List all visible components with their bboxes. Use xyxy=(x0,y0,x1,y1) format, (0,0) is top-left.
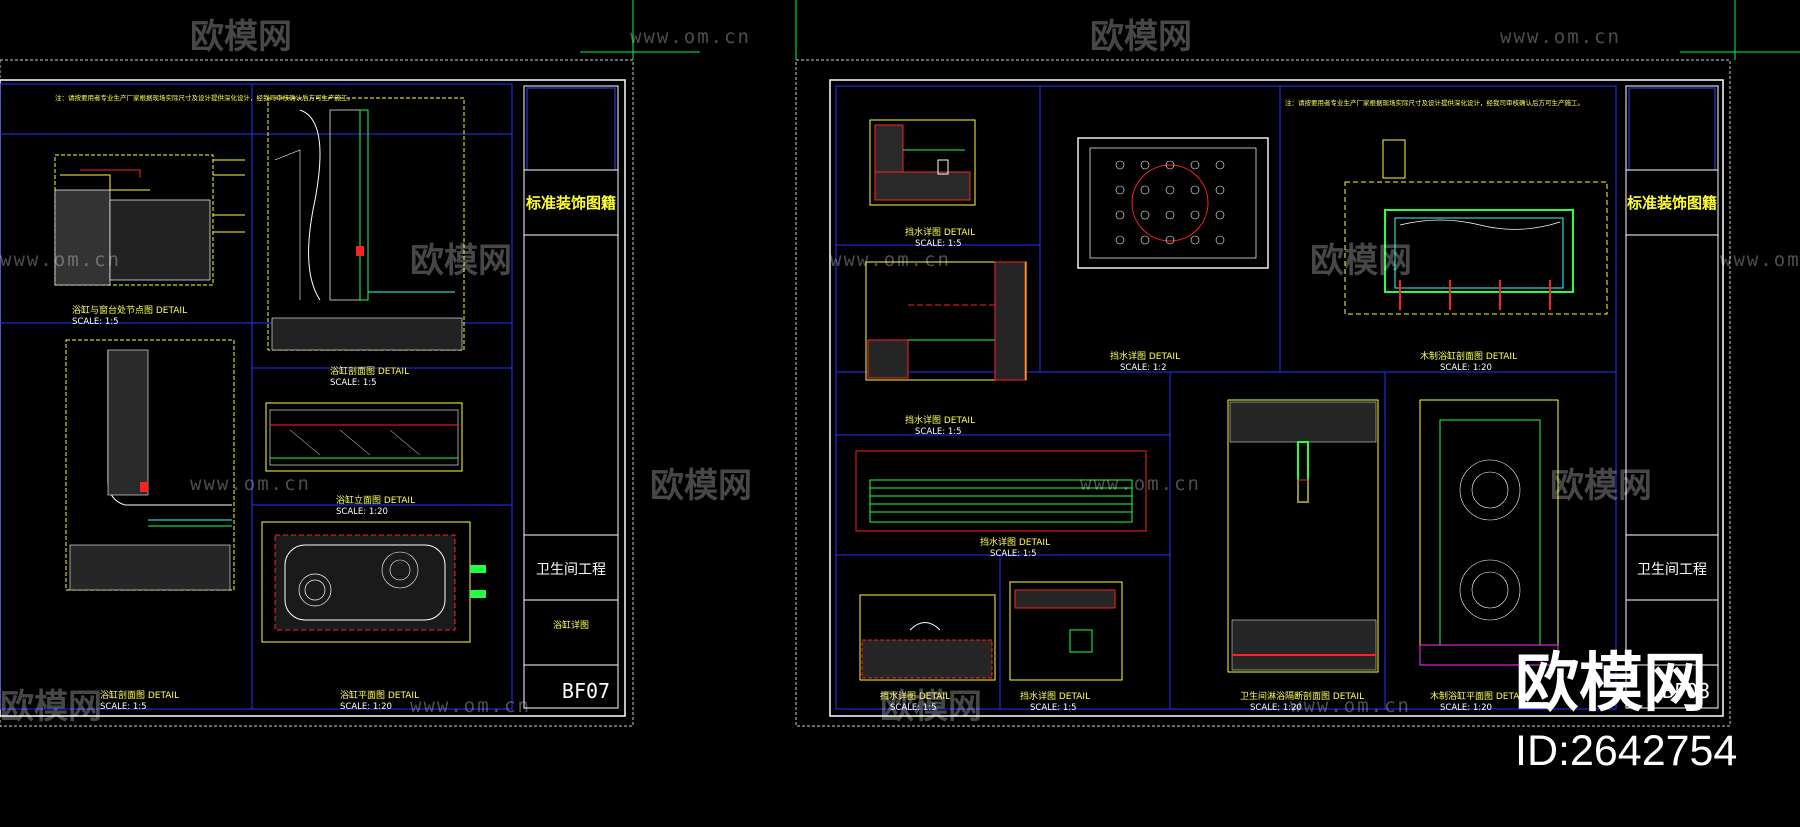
detail-label: 挡水详图 DETAIL xyxy=(905,226,975,238)
detail-scale: SCALE: 1:2 xyxy=(1120,363,1167,373)
watermark-url: www.om.cn xyxy=(1720,249,1800,271)
detail-scale: SCALE: 1:5 xyxy=(915,239,962,249)
detail-labels-left: 浴缸与窗台处节点图 DETAIL SCALE: 1:5 浴缸剖面图 DETAIL… xyxy=(55,93,419,712)
watermark-url: www.om.cn xyxy=(0,249,121,271)
detail-wood-tub-plan xyxy=(1419,399,1559,666)
detail-label: 挡水详图 DETAIL xyxy=(905,414,975,426)
detail-tub-elevation xyxy=(265,402,463,472)
detail-scale: SCALE: 1:5 xyxy=(915,427,962,437)
sheet-note: 注：请按要用者专业生产厂家根据现场实际尺寸及设计提供深化设计，经我司审核确认后方… xyxy=(1285,98,1584,107)
watermark-layer: 欧模网 欧模网 欧模网 欧模网 欧模网 欧模网 欧模网 欧模网 www.om.c… xyxy=(0,17,1800,727)
watermark-brand: 欧模网 xyxy=(0,687,102,727)
watermark-url: www.om.cn xyxy=(830,249,951,271)
title-block-library: 标准装饰图籍 xyxy=(1626,194,1717,212)
watermark-url: www.om.cn xyxy=(630,26,751,48)
corner-brand-logo: 欧模网 ID:2642754 xyxy=(1515,647,1737,775)
detail-label: 浴缸平面图 DETAIL xyxy=(340,689,419,701)
detail-water-barrier-3 xyxy=(859,594,996,681)
detail-window-sill xyxy=(54,154,245,286)
watermark-brand: 欧模网 xyxy=(650,466,752,506)
watermark-brand: 欧模网 xyxy=(410,241,512,281)
detail-label: 挡水详图 DETAIL xyxy=(1020,690,1090,702)
watermark-url: www.om.cn xyxy=(1080,473,1201,495)
title-block-sheet-no: BF08 xyxy=(1662,679,1710,703)
detail-labels-right: 挡水详图 DETAIL SCALE: 1:5 挡水详图 DETAIL SCALE… xyxy=(880,98,1584,713)
sheet-note: 注：请按要用者专业生产厂家根据现场实际尺寸及设计提供深化设计，经我司审核确认后方… xyxy=(55,93,354,102)
sheet-left-border xyxy=(0,79,626,717)
sheet-right-outer-frame xyxy=(795,59,1731,727)
detail-scale: SCALE: 1:5 xyxy=(1030,703,1077,713)
detail-label: 浴缸剖面图 DETAIL xyxy=(100,689,179,701)
detail-label: 浴缸与窗台处节点图 DETAIL xyxy=(72,304,187,316)
detail-scale: SCALE: 1:20 xyxy=(1440,703,1492,713)
detail-water-barrier-1 xyxy=(869,119,976,206)
detail-label: 挡水详图 DETAIL xyxy=(980,536,1050,548)
detail-label: 浴缸剖面图 DETAIL xyxy=(330,365,409,377)
watermark-url: www.om.cn xyxy=(190,473,311,495)
title-block-project: 卫生间工程 xyxy=(1637,562,1707,578)
title-block-left: 标准装饰图籍 卫生间工程 浴缸详图 BF07 xyxy=(523,85,619,709)
detail-scale: SCALE: 1:5 xyxy=(330,378,377,388)
detail-drain-plate xyxy=(1077,137,1269,269)
watermark-brand: 欧模网 xyxy=(1090,17,1192,57)
detail-scale: SCALE: 1:5 xyxy=(72,317,119,327)
title-block-right: 标准装饰图籍 卫生间工程 BF08 xyxy=(1625,85,1719,709)
detail-scale: SCALE: 1:5 xyxy=(890,703,937,713)
detail-label: 挡水详图 DETAIL xyxy=(880,690,950,702)
detail-scale: SCALE: 1:20 xyxy=(1440,363,1492,373)
detail-water-barrier-4 xyxy=(1009,581,1123,681)
watermark-url: www.om.cn xyxy=(1500,26,1621,48)
title-block-sheet-no: BF07 xyxy=(562,679,610,703)
sheet-left-drawing-frame xyxy=(0,83,513,710)
detail-wood-tub-section xyxy=(1344,139,1608,315)
detail-scale: SCALE: 1:5 xyxy=(990,549,1037,559)
corner-id-text: ID:2642754 xyxy=(1515,727,1737,775)
detail-water-barrier-2 xyxy=(865,261,1027,381)
sheet-right-drawing-frame xyxy=(835,85,1617,710)
sheet-left-outer-frame xyxy=(0,59,634,727)
detail-scale: SCALE: 1:20 xyxy=(340,702,392,712)
detail-label: 挡水详图 DETAIL xyxy=(1110,350,1180,362)
title-block-project: 卫生间工程 xyxy=(536,562,606,578)
detail-scale: SCALE: 1:20 xyxy=(1250,703,1302,713)
watermark-brand: 欧模网 xyxy=(880,687,982,727)
detail-tub-section-tall xyxy=(267,97,465,351)
sheet-right: 挡水详图 DETAIL SCALE: 1:5 挡水详图 DETAIL SCALE… xyxy=(795,0,1800,727)
detail-linear-drain xyxy=(855,450,1147,532)
title-block-drawing-name: 浴缸详图 xyxy=(553,619,589,631)
detail-label: 浴缸立面图 DETAIL xyxy=(336,494,415,506)
sheet-right-border xyxy=(829,79,1724,717)
detail-scale: SCALE: 1:5 xyxy=(100,702,147,712)
watermark-url: www.om.cn xyxy=(410,695,531,717)
watermark-brand: 欧模网 xyxy=(1550,466,1652,506)
detail-label: 木制浴缸平面图 DETAIL xyxy=(1430,690,1527,702)
sheet-left: 浴缸与窗台处节点图 DETAIL SCALE: 1:5 浴缸剖面图 DETAIL… xyxy=(0,0,700,727)
watermark-brand: 欧模网 xyxy=(190,17,292,57)
watermark-url: www.om.cn xyxy=(1290,695,1411,717)
detail-shower-partition xyxy=(1227,399,1379,673)
detail-tub-section-low xyxy=(65,339,235,591)
detail-tub-plan xyxy=(261,521,486,643)
detail-scale: SCALE: 1:20 xyxy=(336,507,388,517)
watermark-brand: 欧模网 xyxy=(1310,241,1412,281)
title-block-library: 标准装饰图籍 xyxy=(525,194,616,212)
detail-label: 卫生间淋浴隔断剖面图 DETAIL xyxy=(1240,690,1364,702)
corner-logo-text: 欧模网 xyxy=(1515,647,1707,721)
detail-label: 木制浴缸剖面图 DETAIL xyxy=(1420,350,1517,362)
